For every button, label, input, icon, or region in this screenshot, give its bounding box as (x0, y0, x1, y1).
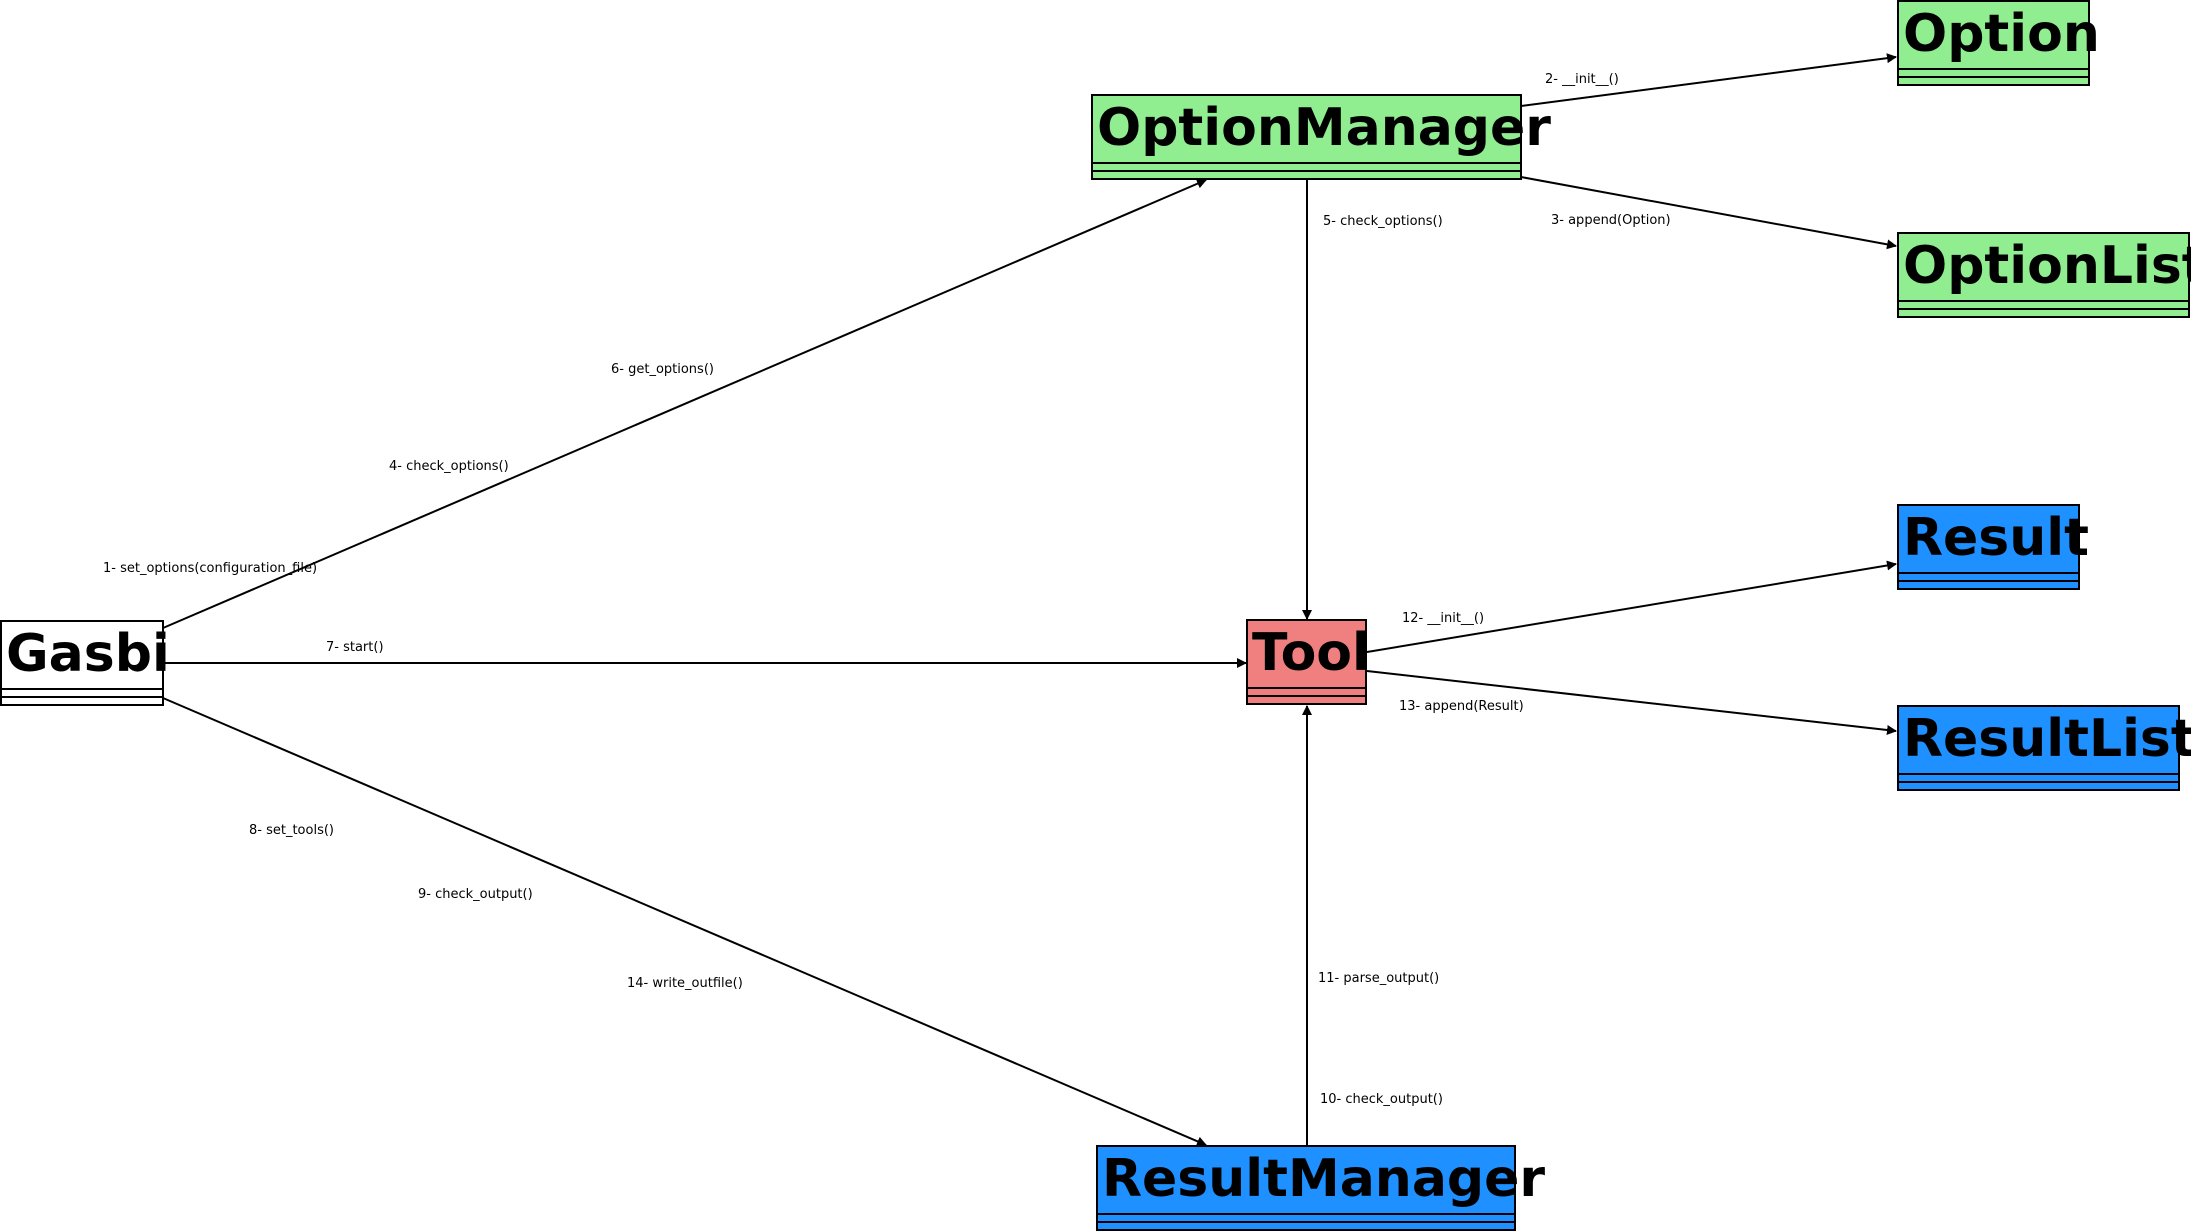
node-box (1246, 619, 1367, 705)
node-box (1897, 232, 2190, 318)
edge-label-10: 10- check_output() (1320, 1092, 1443, 1107)
node-label: ResultList (1903, 709, 2191, 769)
edge-label-2: 2- __init__() (1545, 72, 1619, 87)
node-tool[interactable]: Tool (1246, 619, 1370, 705)
edge-label-5: 5- check_options() (1323, 214, 1443, 229)
edge-label-3: 3- append(Option) (1551, 213, 1671, 228)
edge-label-1: 1- set_options(configuration_file) (103, 561, 317, 576)
edge-label-8: 8- set_tools() (249, 823, 334, 838)
node-optionlist[interactable]: OptionList (1897, 232, 2191, 318)
node-box (1897, 504, 2080, 590)
edge-label-9: 9- check_output() (418, 887, 533, 902)
node-label: Result (1903, 508, 2089, 568)
node-label: OptionManager (1097, 98, 1551, 158)
node-label: OptionList (1903, 236, 2191, 296)
node-box (0, 620, 164, 706)
edge-line-gasbi-resultmanager (162, 697, 1207, 1147)
node-box (1096, 1145, 1516, 1231)
edge-label-7: 7- start() (326, 640, 384, 655)
edge-line-optionmanager-option (1520, 53, 1897, 107)
edge-label-14: 14- write_outfile() (627, 976, 743, 991)
edge-line-optionmanager-optionlist (1520, 176, 1897, 250)
node-box (1897, 0, 2090, 86)
edge-lines (162, 53, 1897, 1147)
edge-label-12: 12- __init__() (1402, 611, 1484, 626)
edge-line-tool-result (1366, 560, 1897, 653)
node-optionmanager[interactable]: OptionManager (1091, 94, 1551, 180)
node-label: Gasbi (6, 624, 170, 684)
node-option[interactable]: Option (1897, 0, 2100, 86)
node-label: Option (1903, 4, 2100, 64)
edge-label-6: 6- get_options() (611, 362, 714, 377)
node-resultmanager[interactable]: ResultManager (1096, 1145, 1545, 1231)
node-label: Tool (1252, 623, 1370, 683)
edge-label-4: 4- check_options() (389, 459, 509, 474)
edge-line-tool-resultlist (1366, 670, 1897, 735)
node-resultlist[interactable]: ResultList (1897, 705, 2191, 791)
edge-line-gasbi-optionmanager (162, 178, 1207, 629)
node-label: ResultManager (1102, 1149, 1545, 1209)
edge-label-13: 13- append(Result) (1399, 699, 1524, 714)
node-box (1897, 705, 2180, 791)
node-result[interactable]: Result (1897, 504, 2089, 590)
node-box (1091, 94, 1522, 180)
edge-labels: 1- set_options(configuration_file) 2- __… (103, 72, 1671, 1107)
edge-label-11: 11- parse_output() (1318, 971, 1439, 986)
node-gasbi[interactable]: Gasbi (0, 620, 170, 706)
